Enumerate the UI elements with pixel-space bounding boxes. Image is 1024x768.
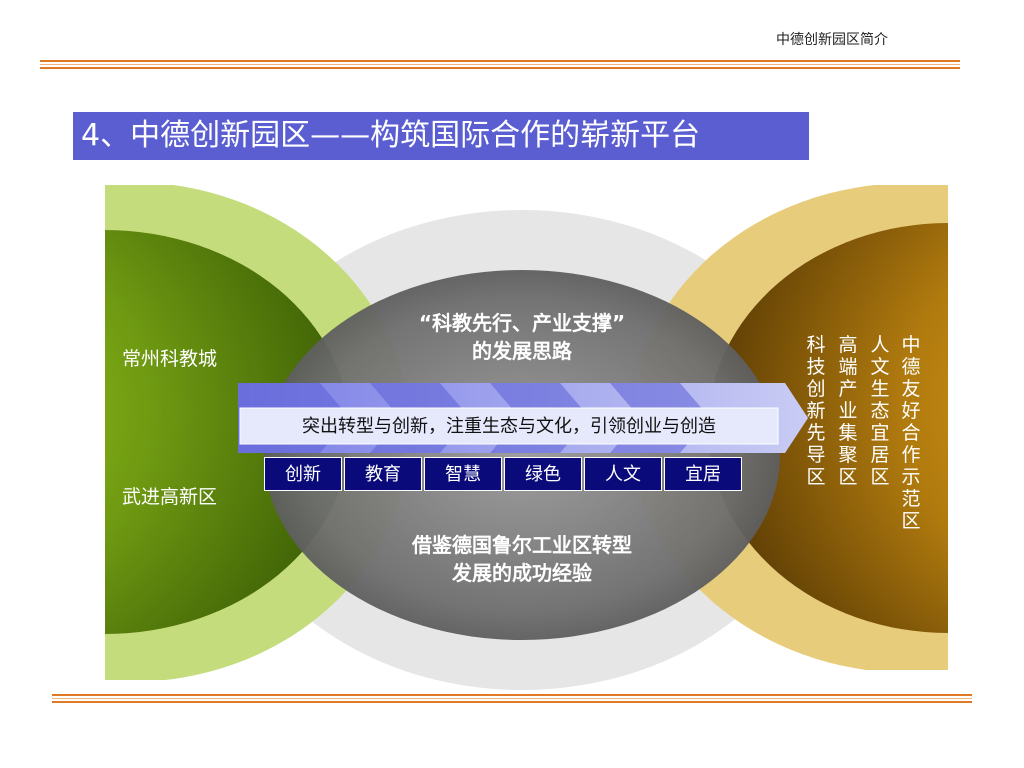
- right-column-3: 高端产业集聚区: [838, 334, 858, 488]
- keyword-yiju: 宜居: [664, 457, 742, 491]
- keyword-lvse: 绿色: [504, 457, 582, 491]
- center-top-line2: 的发展思路: [472, 339, 572, 363]
- left-label-wujin: 武进高新区: [122, 486, 218, 508]
- keyword-renwen: 人文: [584, 457, 662, 491]
- center-top-line1: “科教先行、产业支撑”: [418, 311, 626, 335]
- footer-divider: [52, 694, 972, 705]
- keyword-jiaoyu: 教育: [344, 457, 422, 491]
- banner-text: 突出转型与创新，注重生态与文化，引领创业与创造: [302, 416, 716, 437]
- keyword-zhihui: 智慧: [424, 457, 502, 491]
- center-bottom-text: 借鉴德国鲁尔工业区转型 发展的成功经验: [352, 531, 692, 587]
- center-bottom-line1: 借鉴德国鲁尔工业区转型: [412, 533, 632, 557]
- right-column-2: 人文生态宜居区: [870, 334, 890, 488]
- header-title: 中德创新园区简介: [776, 32, 888, 48]
- header-divider: [40, 60, 960, 71]
- left-label-kejiaocheng: 常州科教城: [122, 348, 218, 370]
- keyword-chuangxin: 创新: [264, 457, 342, 491]
- slide-heading: 4、中德创新园区——构筑国际合作的崭新平台: [73, 112, 809, 160]
- center-top-text: “科教先行、产业支撑” 的发展思路: [362, 309, 682, 365]
- keyword-row: 创新 教育 智慧 绿色 人文 宜居: [264, 457, 744, 491]
- right-column-1: 中德友好合作示范区: [901, 334, 921, 532]
- right-column-4: 科技创新先导区: [806, 334, 826, 488]
- center-bottom-line2: 发展的成功经验: [452, 561, 592, 585]
